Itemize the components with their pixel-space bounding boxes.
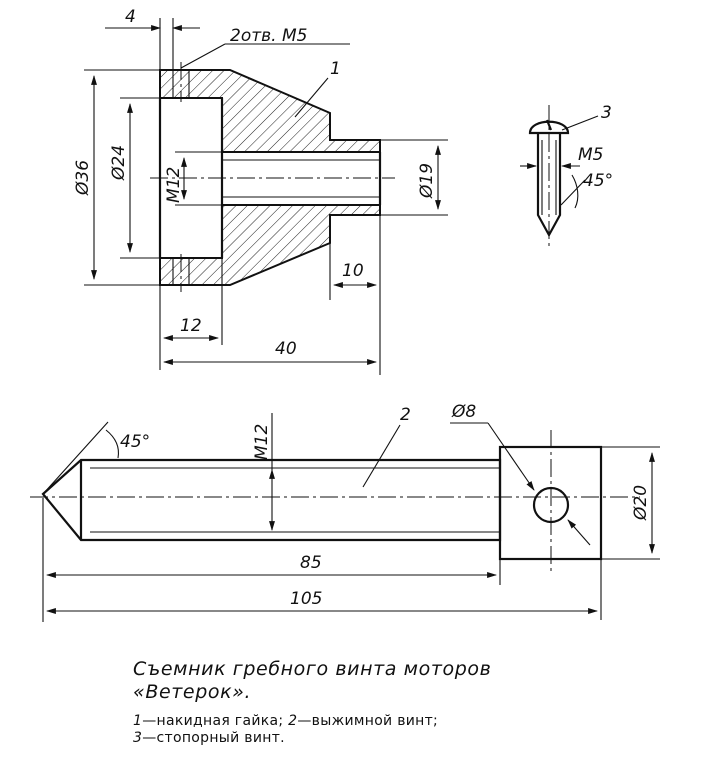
press-screw-thread-dim: М12 [252,424,272,460]
nut-flange-length-dim: 12 [180,316,202,336]
stop-screw-view: 3 М5 45° [520,103,613,248]
press-screw-tip-angle-dim: 45° [120,432,150,452]
caption-title: Съемник гребного винта моторов «Ветерок»… [133,658,492,703]
press-screw-total-length-dim: 105 [290,589,322,609]
legend-item: 2—выжимной винт; [288,713,439,729]
stop-screw-thread-dim: М5 [578,145,603,165]
stop-screw-head [528,120,570,135]
nut-hole-width-dim: 4 [125,7,136,27]
nut-outer-diameter-dim: Ø36 [73,160,93,196]
legend-item: 3—стопорный винт. [133,730,285,746]
press-screw-hole-diameter-dim: Ø8 [451,402,476,422]
press-screw-head-size-dim: Ø20 [631,485,651,521]
figure-caption: Съемник гребного винта моторов «Ветерок»… [133,658,693,747]
nut-bore-diameter-dim: Ø24 [109,145,129,181]
nut-thread-dim: М12 [164,167,184,203]
stop-screw-angle-dim: 45° [583,171,613,191]
press-screw-view: Ø8 45° М12 2 Ø20 85 105 [30,402,660,622]
press-screw-part-number: 2 [400,405,411,425]
caption-legend: 1—накидная гайка; 2—выжимной винт; 3—сто… [133,713,693,747]
stop-screw-part-number: 3 [601,103,612,123]
nut-upper-wall [159,69,381,153]
nut-neck-length-dim: 10 [342,261,364,281]
nut-holes-note: 2отв. М5 [230,26,307,46]
technical-drawing: 1 4 2отв. М5 Ø36 Ø24 М12 Ø19 [30,7,660,622]
nut-neck-diameter-dim: Ø19 [417,163,437,199]
legend-item: 1—накидная гайка; [133,713,284,729]
press-screw-shaft-length-dim: 85 [300,553,322,573]
nut-section-view: 1 4 2отв. М5 Ø36 Ø24 М12 Ø19 [73,7,448,375]
nut-part-number: 1 [330,59,341,79]
nut-total-length-dim: 40 [275,339,297,359]
